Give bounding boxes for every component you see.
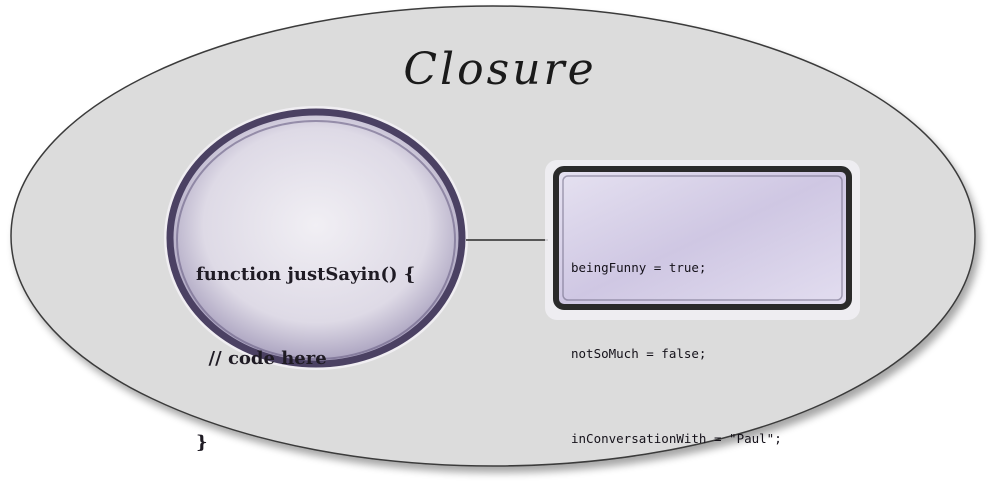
function-code-line: // code here xyxy=(196,348,327,369)
environment-variable-line: beingFunny = true; xyxy=(571,260,707,275)
function-code-line: } xyxy=(196,432,208,453)
function-code-block: function justSayin() { // code here } xyxy=(196,205,415,500)
environment-variable-line: notSoMuch = false; xyxy=(571,345,707,361)
environment-box xyxy=(553,166,852,310)
function-circle xyxy=(166,108,466,368)
environment-variable-line: inConversationWith = "Paul"; xyxy=(571,431,782,446)
environment-box-inner-edge xyxy=(562,175,843,301)
function-circle-inner-ring xyxy=(176,120,456,360)
closure-title: Closure xyxy=(403,44,597,95)
function-code-line: function justSayin() { xyxy=(196,264,416,285)
environment-variables: beingFunny = true; notSoMuch = false; in… xyxy=(571,197,782,500)
